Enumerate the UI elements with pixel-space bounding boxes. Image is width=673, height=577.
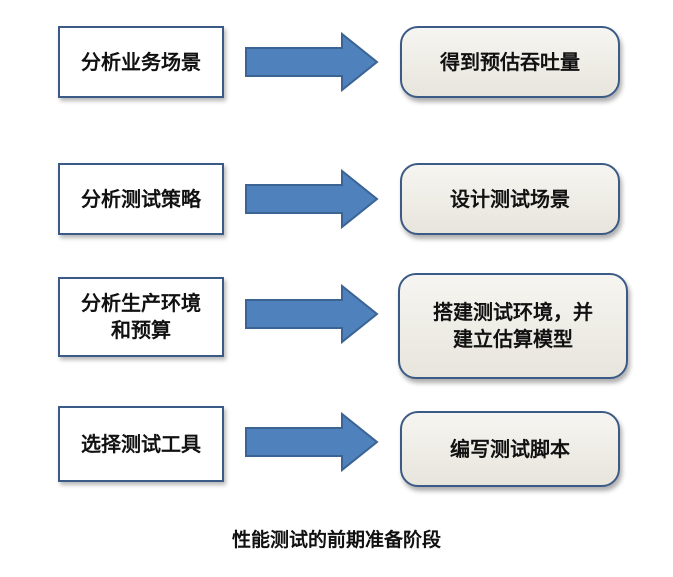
arrow-right-icon <box>245 168 379 230</box>
result-box-write-scripts: 编写测试脚本 <box>400 411 620 487</box>
step-box-analyze-environment: 分析生产环境 和预算 <box>58 277 224 357</box>
step-box-analyze-strategy: 分析测试策略 <box>58 163 224 235</box>
step-box-analyze-business: 分析业务场景 <box>58 26 224 98</box>
arrow-right-icon <box>245 283 379 345</box>
result-box-throughput: 得到预估吞吐量 <box>400 26 620 98</box>
result-box-design-scenario: 设计测试场景 <box>400 163 620 235</box>
arrow-right-icon <box>245 31 379 93</box>
result-box-build-environment: 搭建测试环境，并 建立估算模型 <box>398 273 628 379</box>
arrow-right-icon <box>245 411 379 473</box>
diagram-caption: 性能测试的前期准备阶段 <box>231 529 441 551</box>
step-box-select-tools: 选择测试工具 <box>58 406 224 482</box>
